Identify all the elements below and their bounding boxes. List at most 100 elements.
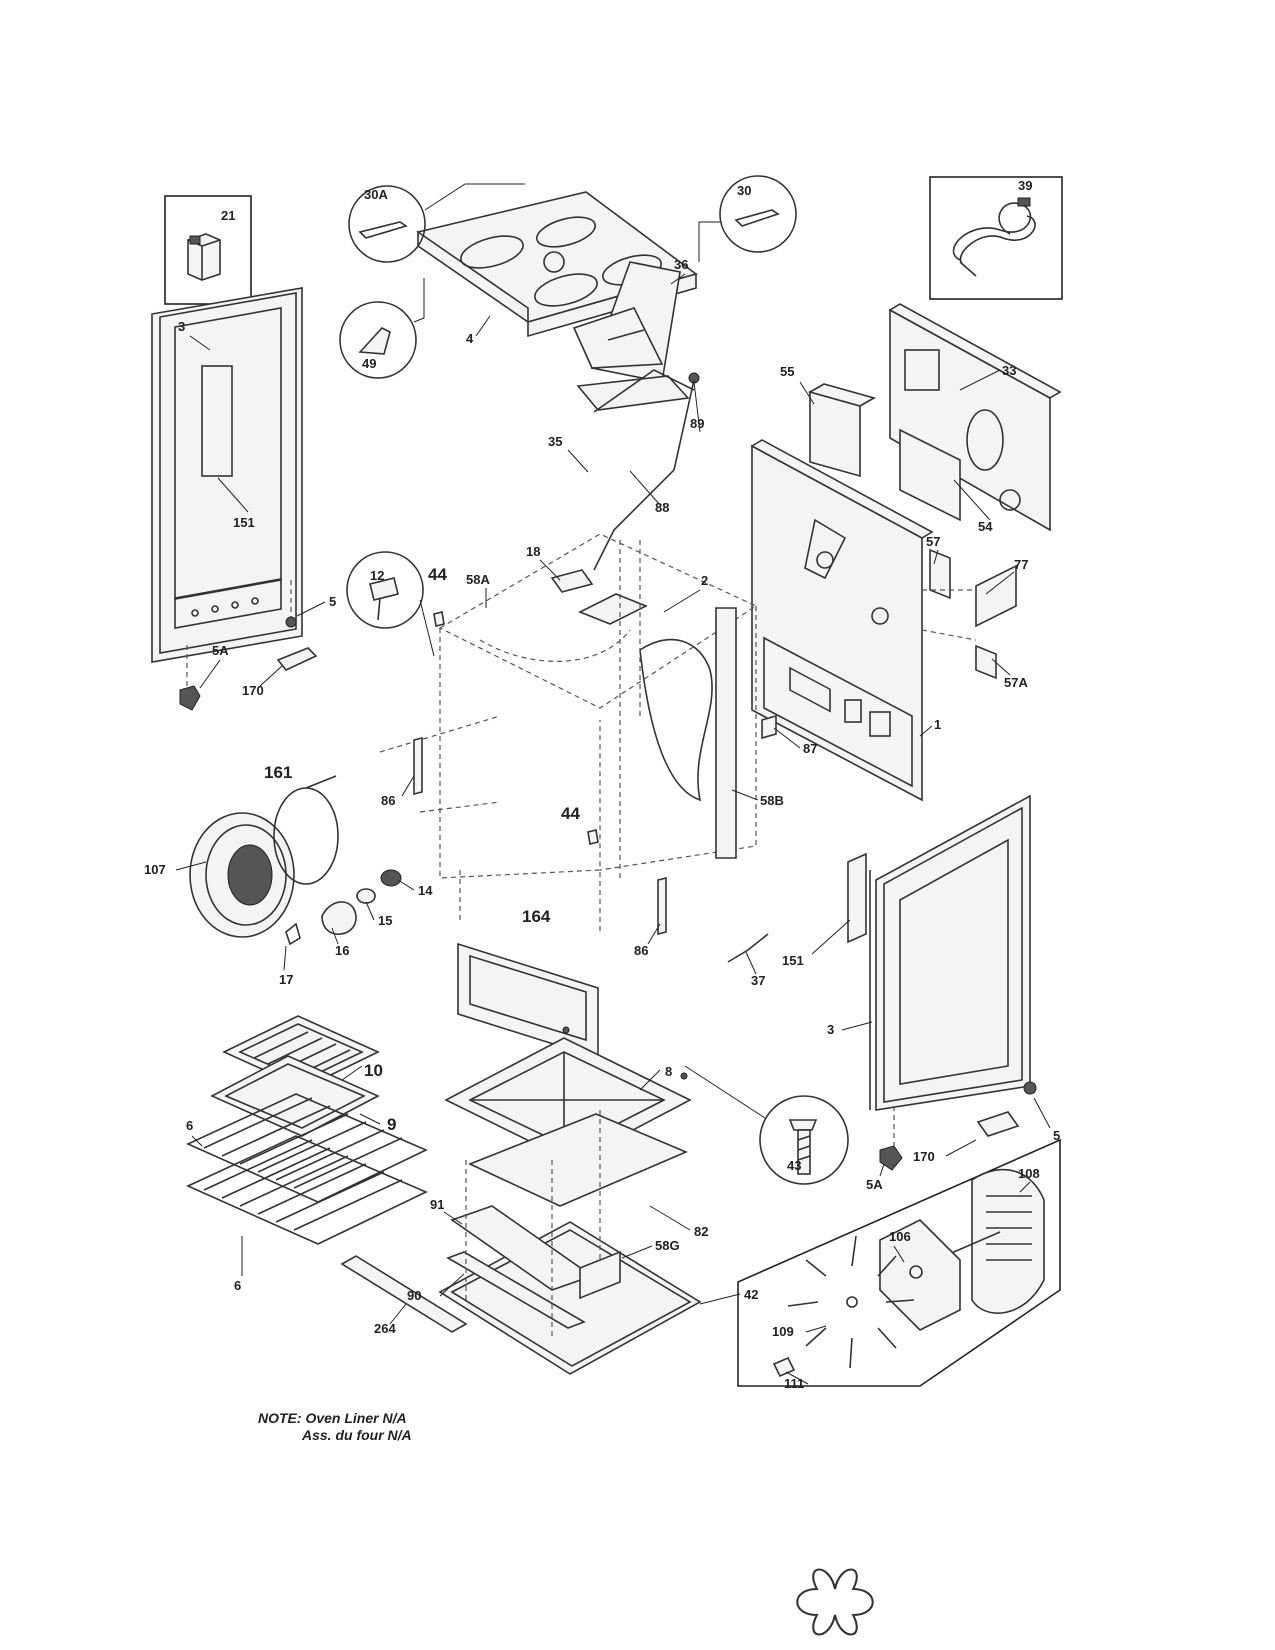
label-35: 35 xyxy=(548,434,562,449)
label-264: 264 xyxy=(374,1321,396,1336)
label-43: 43 xyxy=(787,1158,801,1173)
label-8: 8 xyxy=(665,1064,672,1079)
rear-cover-33 xyxy=(888,303,1062,532)
label-77: 77 xyxy=(1014,557,1028,572)
trim-264 xyxy=(340,1255,468,1333)
window-frame-164 xyxy=(457,942,599,1060)
label-21: 21 xyxy=(221,208,235,223)
label-5A-left: 5A xyxy=(212,643,229,658)
label-12: 12 xyxy=(370,568,384,583)
label-54: 54 xyxy=(978,519,993,534)
label-5-left: 5 xyxy=(329,594,336,609)
label-49: 49 xyxy=(362,356,376,371)
label-109: 109 xyxy=(772,1324,794,1339)
callout-30-detail xyxy=(698,175,797,262)
bracket-57-77 xyxy=(921,548,1017,680)
label-58G: 58G xyxy=(655,1238,680,1253)
heat-shield-82 xyxy=(467,1113,689,1207)
note-line-2: Ass. du four N/A xyxy=(302,1427,412,1443)
label-86-left: 86 xyxy=(381,793,395,808)
label-42: 42 xyxy=(744,1287,758,1302)
label-37: 37 xyxy=(751,973,765,988)
label-6-lower: 6 xyxy=(234,1278,241,1293)
hinge-right xyxy=(879,1081,1037,1171)
fan-cover-107 xyxy=(189,812,295,938)
label-91: 91 xyxy=(430,1197,444,1212)
broil-pan-9 xyxy=(210,1055,380,1137)
clip-44-top xyxy=(433,611,445,627)
light-parts xyxy=(285,869,402,946)
label-151-left: 151 xyxy=(233,515,255,530)
label-30: 30 xyxy=(737,183,751,198)
note-line-1: NOTE: Oven Liner N/A xyxy=(258,1410,407,1426)
label-3-left: 3 xyxy=(178,319,185,334)
oven-rack-lower xyxy=(186,1135,428,1245)
door-right xyxy=(869,794,1031,1111)
rails-90-91 xyxy=(446,1205,621,1329)
label-44-low: 44 xyxy=(561,804,580,823)
bracket-87 xyxy=(761,714,777,740)
leader-lines xyxy=(175,273,1051,1385)
label-58A: 58A xyxy=(466,572,490,587)
label-170-left: 170 xyxy=(242,683,264,698)
hinge-bracket-151b xyxy=(847,852,867,944)
label-87: 87 xyxy=(803,741,817,756)
label-44-top: 44 xyxy=(428,565,447,584)
label-17: 17 xyxy=(279,972,293,987)
door-hinge-left xyxy=(179,580,318,711)
label-33: 33 xyxy=(1002,363,1016,378)
panel-54 xyxy=(899,428,961,522)
label-15: 15 xyxy=(378,913,392,928)
label-164: 164 xyxy=(522,907,551,926)
label-106: 106 xyxy=(889,1229,911,1244)
label-6-upper: 6 xyxy=(186,1118,193,1133)
label-39: 39 xyxy=(1018,178,1032,193)
label-57A: 57A xyxy=(1004,675,1028,690)
callout-30A-detail xyxy=(348,183,525,263)
label-14: 14 xyxy=(418,883,433,898)
label-151-right: 151 xyxy=(782,953,804,968)
bottom-dashes xyxy=(465,1110,601,1336)
label-1: 1 xyxy=(934,717,941,732)
label-107: 107 xyxy=(144,862,166,877)
door-left xyxy=(151,287,303,663)
inset-part-21 xyxy=(164,195,252,305)
label-55: 55 xyxy=(780,364,794,379)
label-82: 82 xyxy=(694,1224,708,1239)
rack-guide-86b xyxy=(657,876,667,936)
label-16: 16 xyxy=(335,943,349,958)
label-58B: 58B xyxy=(760,793,784,808)
label-10: 10 xyxy=(364,1061,383,1080)
label-161: 161 xyxy=(264,763,292,782)
oven-cavity xyxy=(379,533,758,932)
label-57: 57 xyxy=(926,534,940,549)
label-170-right: 170 xyxy=(913,1149,935,1164)
label-3-right: 3 xyxy=(827,1022,834,1037)
oven-rack-upper xyxy=(186,1093,428,1203)
clip-44-low xyxy=(587,829,599,845)
vent-duct xyxy=(572,261,700,571)
back-wall-1 xyxy=(750,439,934,802)
label-2: 2 xyxy=(701,573,708,588)
label-4: 4 xyxy=(466,331,474,346)
label-86-right: 86 xyxy=(634,943,648,958)
label-90: 90 xyxy=(407,1288,421,1303)
thermostat-12-callout xyxy=(346,551,435,657)
label-111: 111 xyxy=(784,1376,804,1391)
rack-guide-86a xyxy=(413,736,423,796)
label-89: 89 xyxy=(690,416,704,431)
label-30A: 30A xyxy=(364,187,388,202)
label-108: 108 xyxy=(1018,1166,1040,1181)
label-36: 36 xyxy=(674,257,688,272)
screw-43-callout xyxy=(684,1065,849,1185)
label-5-right: 5 xyxy=(1053,1128,1060,1143)
label-18: 18 xyxy=(526,544,540,559)
bracket-55 xyxy=(807,383,877,478)
wire-37 xyxy=(727,933,769,963)
label-9: 9 xyxy=(387,1115,396,1134)
callout-labels: 21 3 151 5 5A 170 30A 49 4 30 39 36 35 8… xyxy=(144,178,1060,1391)
callout-49-detail xyxy=(339,278,425,379)
label-5A-right: 5A xyxy=(866,1177,883,1192)
fan-motor-inset xyxy=(737,1138,1061,1636)
